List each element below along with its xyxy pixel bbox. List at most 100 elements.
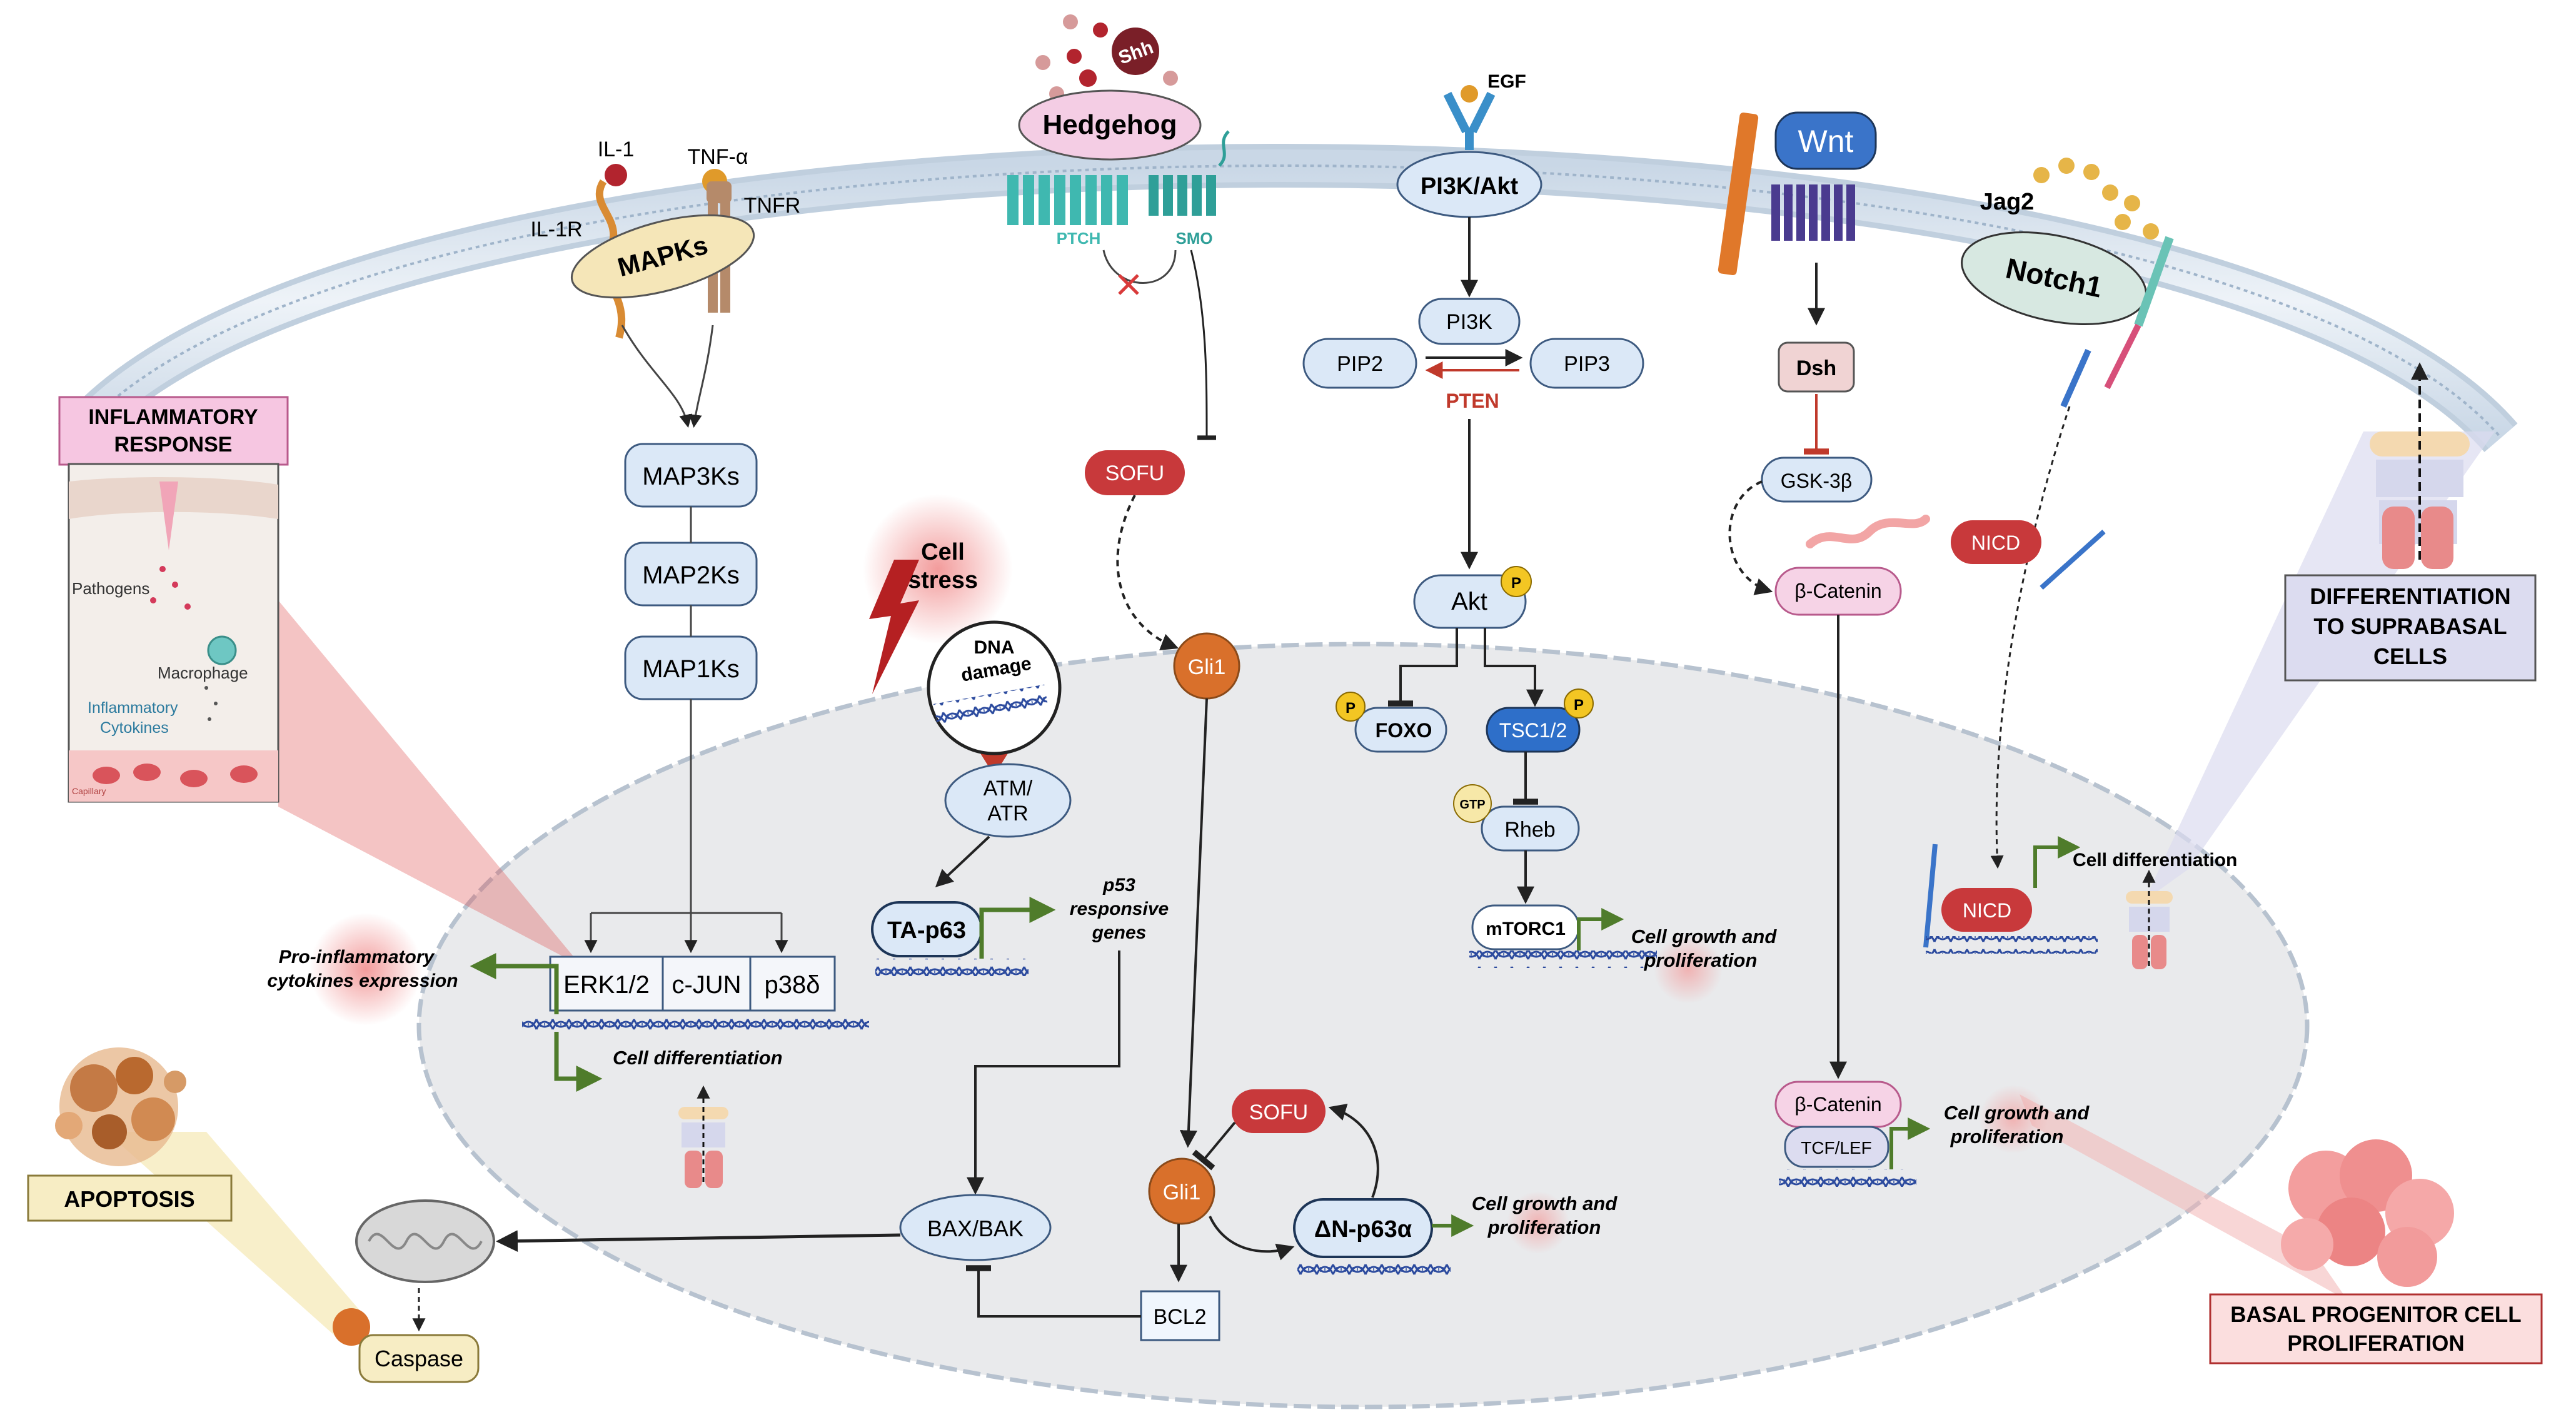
differentiation-title-3: CELLS xyxy=(2373,643,2447,669)
pathogens-label: Pathogens xyxy=(72,579,149,598)
il1r-label: IL-1R xyxy=(530,218,582,241)
pip2-node xyxy=(1302,338,1417,389)
frizzled-receptor-icon xyxy=(1771,184,1855,241)
pi3k-label: PI3K xyxy=(1446,310,1492,334)
sofu-loop-node xyxy=(1232,1089,1326,1133)
ta-p63-dna xyxy=(875,959,1029,976)
jag2-particles xyxy=(2033,158,2159,240)
apoptotic-cell-illustration xyxy=(55,1047,186,1166)
beta-catenin-top-label: β-Catenin xyxy=(1794,580,1881,602)
small-cell-stack-mapk xyxy=(678,1085,728,1188)
shh-icon xyxy=(1112,28,1159,75)
phospho-foxo-icon xyxy=(1336,692,1366,722)
tnfa-label: TNF-α xyxy=(687,145,748,169)
caspase-label: Caspase xyxy=(375,1346,463,1371)
growth-p63-text-1: Cell growth and xyxy=(1472,1193,1618,1214)
p53-text-1: p53 xyxy=(1102,875,1135,895)
pten-label: PTEN xyxy=(1446,390,1499,412)
cell-differentiation-notch-text: Cell differentiation xyxy=(2073,850,2237,870)
phospho-tsc-label: P xyxy=(1574,697,1584,714)
basal-callout: BASAL PROGENITOR CELL PROLIFERATION xyxy=(2020,1094,2543,1364)
shh-particles xyxy=(1035,14,1178,101)
gsk3b-node xyxy=(1761,456,1873,503)
cjun-label: c-JUN xyxy=(672,971,741,999)
cell-stress-text-1: Cell xyxy=(921,539,965,565)
atm-atr-label-2: ATR xyxy=(987,802,1028,825)
phospho-foxo-label: P xyxy=(1346,700,1356,717)
capillary-label: Capillary xyxy=(72,786,106,796)
small-cell-stack-notch xyxy=(2126,869,2173,969)
tsc12-node xyxy=(1486,707,1581,753)
egf-ligand-icon xyxy=(1461,85,1478,103)
rheb-node xyxy=(1481,805,1580,852)
gli1-bottom-node xyxy=(1148,1157,1215,1225)
tnfr-label: TNFR xyxy=(744,194,801,218)
atm-atr-node xyxy=(944,763,1072,838)
growth-wnt-text-1: Cell growth and xyxy=(1944,1102,2090,1124)
growth-mtor-text-2: proliferation xyxy=(1644,949,1758,971)
bcl2-node xyxy=(1140,1290,1220,1341)
mapk-dna xyxy=(522,1014,869,1032)
notch-dna xyxy=(1926,936,2098,954)
cell-membrane xyxy=(58,144,2518,452)
erk-label: ERK1/2 xyxy=(563,971,650,999)
mtorc1-dna xyxy=(1469,951,1657,968)
inflammatory-title-2: RESPONSE xyxy=(114,433,233,456)
wnt-dna xyxy=(1779,1169,1916,1187)
map2ks-label: MAP2Ks xyxy=(642,562,740,589)
gli1-top-label: Gli1 xyxy=(1188,655,1225,679)
jag2-label: Jag2 xyxy=(1980,189,2035,215)
pro-inflammatory-text-2: cytokines expression xyxy=(267,971,458,991)
akt-node xyxy=(1413,574,1527,629)
pi3k-node xyxy=(1418,298,1521,345)
inflammatory-cytokines-label-2: Cytokines xyxy=(100,719,169,737)
gtp-label: GTP xyxy=(1459,798,1485,812)
pip2-label: PIP2 xyxy=(1337,352,1383,376)
lrp-coreceptor-icon xyxy=(1718,112,1759,276)
inflammatory-title-1: INFLAMMATORY xyxy=(88,405,258,429)
pi3k-akt-label: PI3K/Akt xyxy=(1421,173,1519,199)
pip3-node xyxy=(1529,338,1644,389)
ta-p63-label: TA-p63 xyxy=(887,917,966,944)
gli1-bottom-label: Gli1 xyxy=(1163,1181,1200,1204)
p53-text-3: genes xyxy=(1092,922,1147,943)
map3ks-label: MAP3Ks xyxy=(642,463,740,490)
atm-atr-label-1: ATM/ xyxy=(984,777,1033,800)
hedgehog-pathway-node xyxy=(1018,89,1202,161)
gsk3b-label: GSK-3β xyxy=(1781,470,1852,492)
foxo-label: FOXO xyxy=(1376,719,1432,742)
nicd-top-label: NICD xyxy=(1971,532,2020,554)
growth-mtor-text-1: Cell growth and xyxy=(1631,925,1778,947)
growth-p63-text-2: proliferation xyxy=(1487,1216,1601,1238)
growth-wnt-text-2: proliferation xyxy=(1950,1126,2064,1147)
macrophage-label: Macrophage xyxy=(158,663,248,682)
tcf-lef-label: TCF/LEF xyxy=(1801,1138,1872,1157)
ptch-label: PTCH xyxy=(1057,229,1101,248)
p63-dna xyxy=(1297,1260,1451,1278)
lightning-bolt-icon xyxy=(869,560,919,694)
bax-bak-node xyxy=(899,1194,1052,1261)
pro-inflammatory-text-1: Pro-inflammatory xyxy=(279,947,435,967)
pi3k-akt-pathway: EGF PI3K/Akt PI3K PIP2 PIP3 PTEN Akt P F… xyxy=(1302,71,1778,1004)
hedgehog-label: Hedgehog xyxy=(1042,109,1177,140)
mtorc1-label: mTORC1 xyxy=(1486,919,1566,939)
nicd-top-node xyxy=(1951,520,2041,564)
dna-damage-text-1: DNA xyxy=(974,637,1015,658)
sofu-loop-label: SOFU xyxy=(1249,1101,1308,1124)
basal-title-2: PROLIFERATION xyxy=(2287,1331,2464,1356)
dn-p63a-label: ΔN-p63α xyxy=(1314,1216,1412,1243)
smo-label: SMO xyxy=(1175,229,1212,248)
notch-pathway: Jag2 Notch1 NICD NICD Cell differentiati… xyxy=(1923,158,2237,969)
map1ks-label: MAP1Ks xyxy=(642,655,740,683)
phospho-akt-icon xyxy=(1501,566,1532,597)
dsh-label: Dsh xyxy=(1796,356,1836,380)
beta-catenin-bottom-label: β-Catenin xyxy=(1794,1093,1881,1116)
mapk-pathway: IL-1 IL-1R TNF-α TNFR MAPKs MAP3Ks MAP2K… xyxy=(267,138,869,1188)
differentiation-callout: DIFFERENTIATION TO SUPRABASAL CELLS xyxy=(2145,362,2537,900)
caspase-protein-icon xyxy=(333,1308,370,1346)
hedgehog-pathway: Shh Hedgehog PTCH SMO SOFU Gli1 Gli1 SOF… xyxy=(966,14,1618,1341)
bax-bak-label: BAX/BAK xyxy=(927,1216,1024,1241)
akt-label: Akt xyxy=(1451,588,1487,615)
bcl2-label: BCL2 xyxy=(1153,1305,1206,1329)
